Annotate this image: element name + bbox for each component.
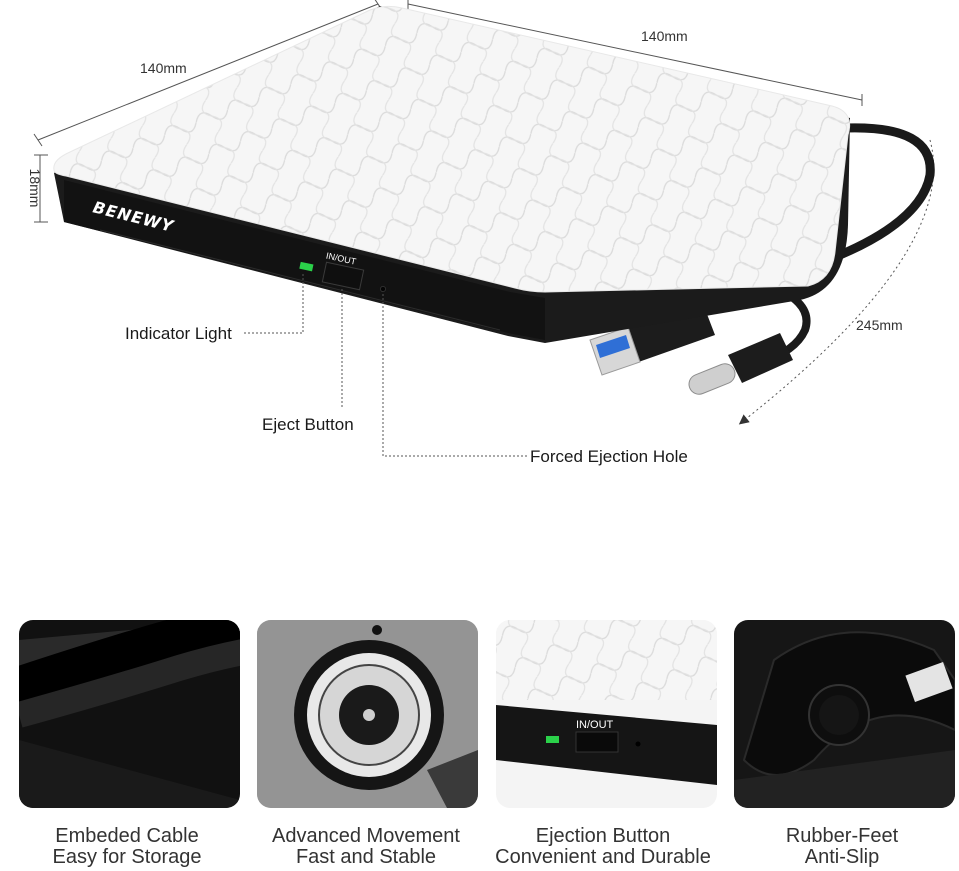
eject-button bbox=[321, 261, 365, 291]
cable-length-label: 245mm bbox=[856, 317, 903, 333]
ejection-button-photo: IN/OUT bbox=[496, 620, 717, 808]
forced-ejection-hole bbox=[380, 286, 386, 292]
indicator-light bbox=[299, 261, 314, 272]
feature-caption-line2: Easy for Storage bbox=[52, 846, 202, 868]
width-left-label: 140mm bbox=[140, 60, 187, 76]
feature-caption-line2: Anti-Slip bbox=[804, 846, 880, 868]
feature-tile-embedded-cable bbox=[19, 620, 240, 808]
product-hero-image: 140mm 140mm 18mm 245mm BENEWY IN/OUT Ind… bbox=[27, 0, 935, 466]
feature-caption-advanced-movement: Advanced Movement Fast and Stable bbox=[246, 826, 486, 868]
movement-photo bbox=[257, 620, 478, 808]
feature-caption-embedded-cable: Embeded Cable Easy for Storage bbox=[7, 826, 247, 868]
feature-caption-line1: Ejection Button bbox=[535, 825, 671, 847]
feature-caption-line1: Rubber-Feet bbox=[785, 825, 899, 847]
feature-caption-line2: Convenient and Durable bbox=[495, 846, 711, 868]
feature-caption-line2: Fast and Stable bbox=[295, 846, 437, 868]
feature-caption-line1: Advanced Movement bbox=[272, 825, 460, 847]
callout-leaders bbox=[244, 274, 528, 457]
forced-ejection-hole-label: Forced Ejection Hole bbox=[530, 447, 688, 466]
usb-c-connector bbox=[688, 333, 793, 395]
feature-tile-ejection-button: IN/OUT bbox=[496, 620, 717, 808]
drive-body bbox=[53, 5, 851, 343]
feature-caption-ejection-button: Ejection Button Convenient and Durable bbox=[483, 826, 723, 868]
feature-tile-advanced-movement bbox=[257, 620, 478, 808]
rubber-feet-photo bbox=[734, 620, 955, 808]
height-label: 18mm bbox=[27, 169, 43, 208]
eject-button-callout-label: Eject Button bbox=[262, 415, 354, 434]
width-right-label: 140mm bbox=[641, 28, 688, 44]
feature-tile-rubber-feet bbox=[734, 620, 955, 808]
embedded-cable-photo bbox=[19, 620, 240, 808]
indicator-light-label: Indicator Light bbox=[125, 324, 232, 343]
feature-caption-line1: Embeded Cable bbox=[55, 825, 199, 847]
feature-caption-rubber-feet: Rubber-Feet Anti-Slip bbox=[722, 826, 959, 868]
tile-button-label: IN/OUT bbox=[576, 719, 614, 731]
